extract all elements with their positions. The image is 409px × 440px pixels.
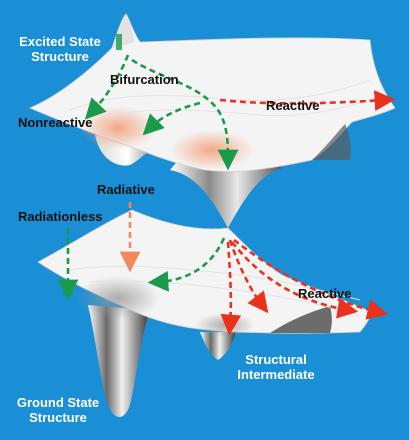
red-arrow-reactive-lower-1: [228, 239, 269, 314]
ground-state-well: [88, 305, 150, 418]
excited-state-label-line2: Structure: [31, 49, 89, 64]
radiative-label: Radiative: [97, 182, 155, 197]
ground-state-label-line2: Structure: [29, 410, 87, 425]
structural-intermediate-label: Structural Intermediate: [228, 352, 324, 382]
green-arrow-nonreactive-down: [142, 101, 201, 136]
green-arrow-to-funnel: [131, 58, 239, 171]
intermediate-well: [200, 332, 236, 360]
reactive-lower-label: Reactive: [298, 286, 352, 301]
green-arrow-excited-to-nonreactive: [84, 54, 130, 120]
excited-state-label: Excited State Structure: [10, 34, 110, 64]
bifurcation-label: Bifurcation: [110, 72, 179, 87]
upper-surface: [28, 13, 396, 228]
radiationless-label: Radiationless: [18, 209, 103, 224]
ground-state-label-line1: Ground State: [16, 395, 100, 410]
red-arrow-reactive-lower-2: [230, 241, 359, 319]
red-arrow-to-intermediate: [220, 241, 242, 336]
structural-intermediate-line1: Structural: [245, 352, 307, 367]
reactive-upper-label: Reactive: [266, 98, 320, 113]
upper-funnel: [170, 158, 282, 228]
red-arrow-reactive-upper: [219, 90, 396, 112]
pathway-arrows: [57, 54, 396, 336]
structural-intermediate-line2: Intermediate: [237, 367, 315, 382]
lower-surface: [37, 209, 373, 418]
green-arrow-ci-to-ground: [147, 237, 226, 292]
red-arrow-reactive-lower-3: [233, 238, 389, 320]
ground-state-label: Ground State Structure: [10, 395, 106, 425]
nonreactive-label: Nonreactive: [18, 115, 93, 130]
excited-state-label-line1: Excited State: [19, 34, 101, 49]
